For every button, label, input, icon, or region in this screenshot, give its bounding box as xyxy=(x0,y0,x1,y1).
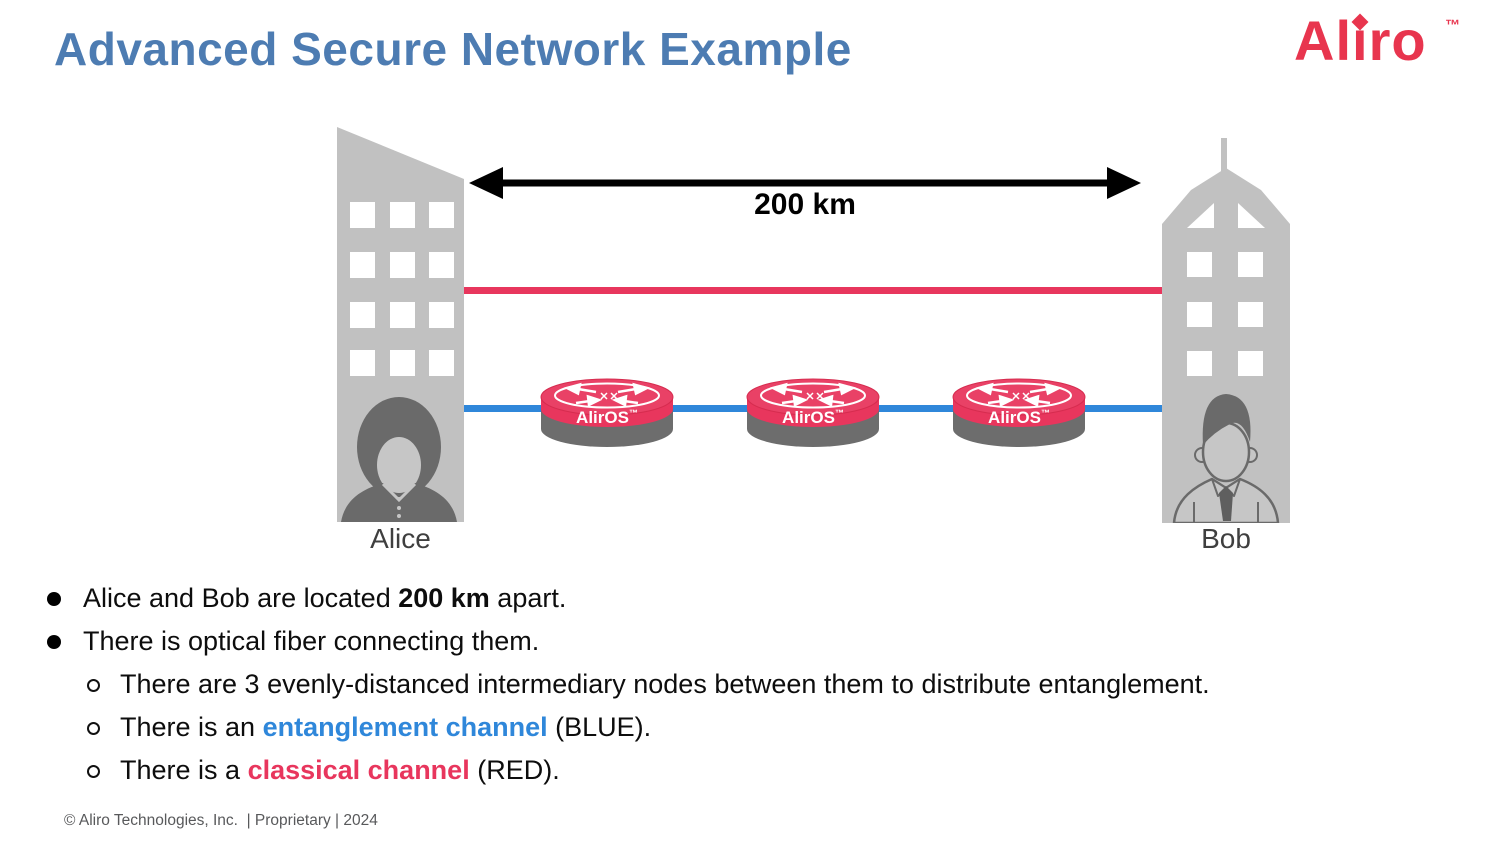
classical-channel-line xyxy=(464,287,1162,294)
router-arrows-icon xyxy=(563,382,651,407)
bullet-text: There is optical fiber connecting them. xyxy=(83,626,540,656)
page-title: Advanced Secure Network Example xyxy=(54,23,852,75)
bullet-text: There is a classical channel (RED). xyxy=(120,755,560,785)
logo-part3: ro xyxy=(1368,9,1427,72)
bullet-dot-icon xyxy=(47,635,61,649)
bullet-item: There is an entanglement channel (BLUE). xyxy=(0,706,1500,749)
bullet-item: There is a classical channel (RED). xyxy=(0,749,1500,792)
bob-building xyxy=(1162,138,1290,523)
bullet-item: There is optical fiber connecting them. xyxy=(0,620,1500,663)
router-label: AlirOS™ xyxy=(782,408,844,427)
router-arrows-icon xyxy=(769,382,857,407)
logo-part1: Al xyxy=(1294,9,1352,72)
bob-avatar xyxy=(1172,394,1280,523)
router-label: AlirOS™ xyxy=(988,408,1050,427)
bullet-text: Alice and Bob are located 200 km apart. xyxy=(83,583,567,613)
bullet-ring-icon xyxy=(87,679,100,692)
bob-building-windows xyxy=(1187,203,1265,376)
distance-label: 200 km xyxy=(754,188,856,221)
alice-building-windows xyxy=(350,202,454,376)
router-arrows-icon xyxy=(975,382,1063,407)
bullet-text: There is an entanglement channel (BLUE). xyxy=(120,712,652,742)
router-label: AlirOS™ xyxy=(576,408,638,427)
bullet-text: There are 3 evenly-distanced intermediar… xyxy=(120,669,1210,699)
alice-avatar xyxy=(341,397,457,522)
alice-label: Alice xyxy=(370,523,431,554)
router-node-2: AlirOS™ xyxy=(746,378,880,447)
bullet-item: Alice and Bob are located 200 km apart. xyxy=(0,577,1500,620)
bullet-list: Alice and Bob are located 200 km apart. T… xyxy=(0,577,1500,792)
logo-trademark: ™ xyxy=(1445,17,1462,34)
router-node-3: AlirOS™ xyxy=(952,378,1086,447)
bullet-dot-icon xyxy=(47,592,61,606)
bullet-item: There are 3 evenly-distanced intermediar… xyxy=(0,663,1500,706)
alice-building xyxy=(337,127,464,522)
bullet-ring-icon xyxy=(87,765,100,778)
footer-text: © Aliro Technologies, Inc. | Proprietary… xyxy=(64,812,378,829)
bob-label: Bob xyxy=(1201,523,1251,554)
distance-arrow xyxy=(469,167,1141,199)
router-node-1: AlirOS™ xyxy=(540,378,674,447)
bullet-ring-icon xyxy=(87,722,100,735)
network-diagram: 200 km Alice xyxy=(337,127,1290,554)
